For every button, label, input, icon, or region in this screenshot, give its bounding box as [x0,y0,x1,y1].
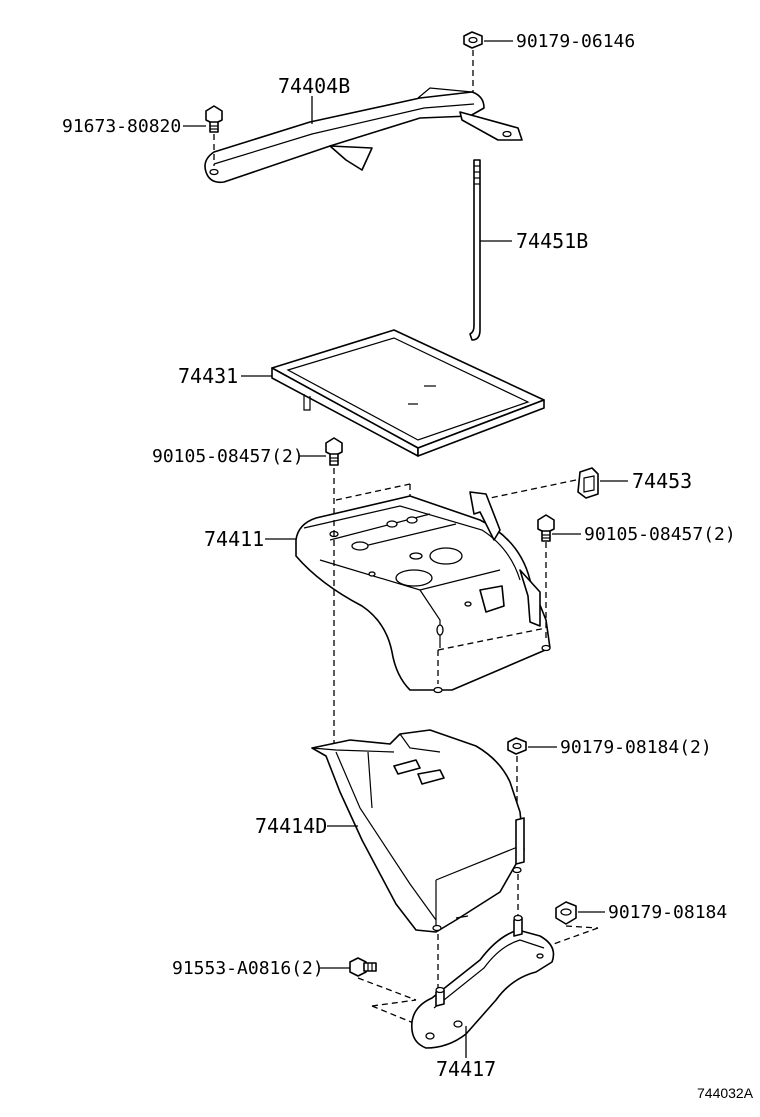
dash-bolt-bracket-c [371,1005,417,1025]
label-insulator: 74414D [255,814,327,838]
nut-90179-08184-pair[interactable] [507,737,527,755]
nut-90179-08184[interactable] [555,901,577,925]
bracket-74417[interactable] [410,914,555,1049]
label-bolt-left: 90105-08457(2) [152,446,304,467]
dash-bolt-left-b [335,483,411,501]
figure-code: 744032A [697,1085,754,1101]
battery-rod-74451B[interactable] [469,159,481,341]
label-tray: 74431 [178,364,238,388]
label-clip: 74453 [632,469,692,493]
bolt-91553-A0816[interactable] [349,957,377,977]
dash-nut-bracket-a [565,925,599,929]
label-bolt-bracket: 91553-A0816(2) [172,958,324,979]
bolt-90105-08457-left[interactable] [325,437,343,466]
label-bolt-clamp: 91673-80820 [62,116,181,137]
bolt-90105-08457-right[interactable] [537,514,555,542]
dash-nut-bracket-b [547,927,599,947]
label-nut-bracket: 90179-08184 [608,902,727,923]
nut-90179-06146[interactable] [463,31,483,49]
bolt-91673-80820[interactable] [205,105,223,133]
dash-carrier-a [437,627,547,651]
label-bolt-right: 90105-08457(2) [584,524,736,545]
label-nut-insulator: 90179-08184(2) [560,737,712,758]
dash-bolt-bracket-a [357,977,417,1001]
label-rod: 74451B [516,229,588,253]
label-carrier: 74411 [204,527,264,551]
insulator-74414D[interactable] [311,729,525,933]
label-clamp: 74404B [278,74,350,98]
dash-bolt-bracket-b [371,999,417,1007]
battery-clamp-74404B[interactable] [204,87,523,184]
label-bracket: 74417 [436,1057,496,1081]
label-nut-top: 90179-06146 [516,31,635,52]
battery-tray-74431[interactable] [271,329,545,457]
clip-74453[interactable] [577,467,599,499]
dash-clip [489,479,577,499]
